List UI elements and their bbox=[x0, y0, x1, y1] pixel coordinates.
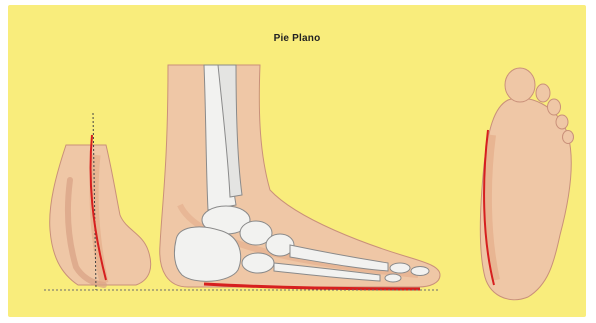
foot-sole-view-icon bbox=[480, 68, 573, 300]
illustration-panel: Pie Plano bbox=[8, 5, 586, 317]
flat-foot-illustration bbox=[8, 5, 586, 317]
figure-title: Pie Plano bbox=[8, 33, 586, 44]
foot-rear-view-icon bbox=[50, 113, 151, 290]
foot-side-view-skeleton-icon bbox=[160, 65, 440, 289]
